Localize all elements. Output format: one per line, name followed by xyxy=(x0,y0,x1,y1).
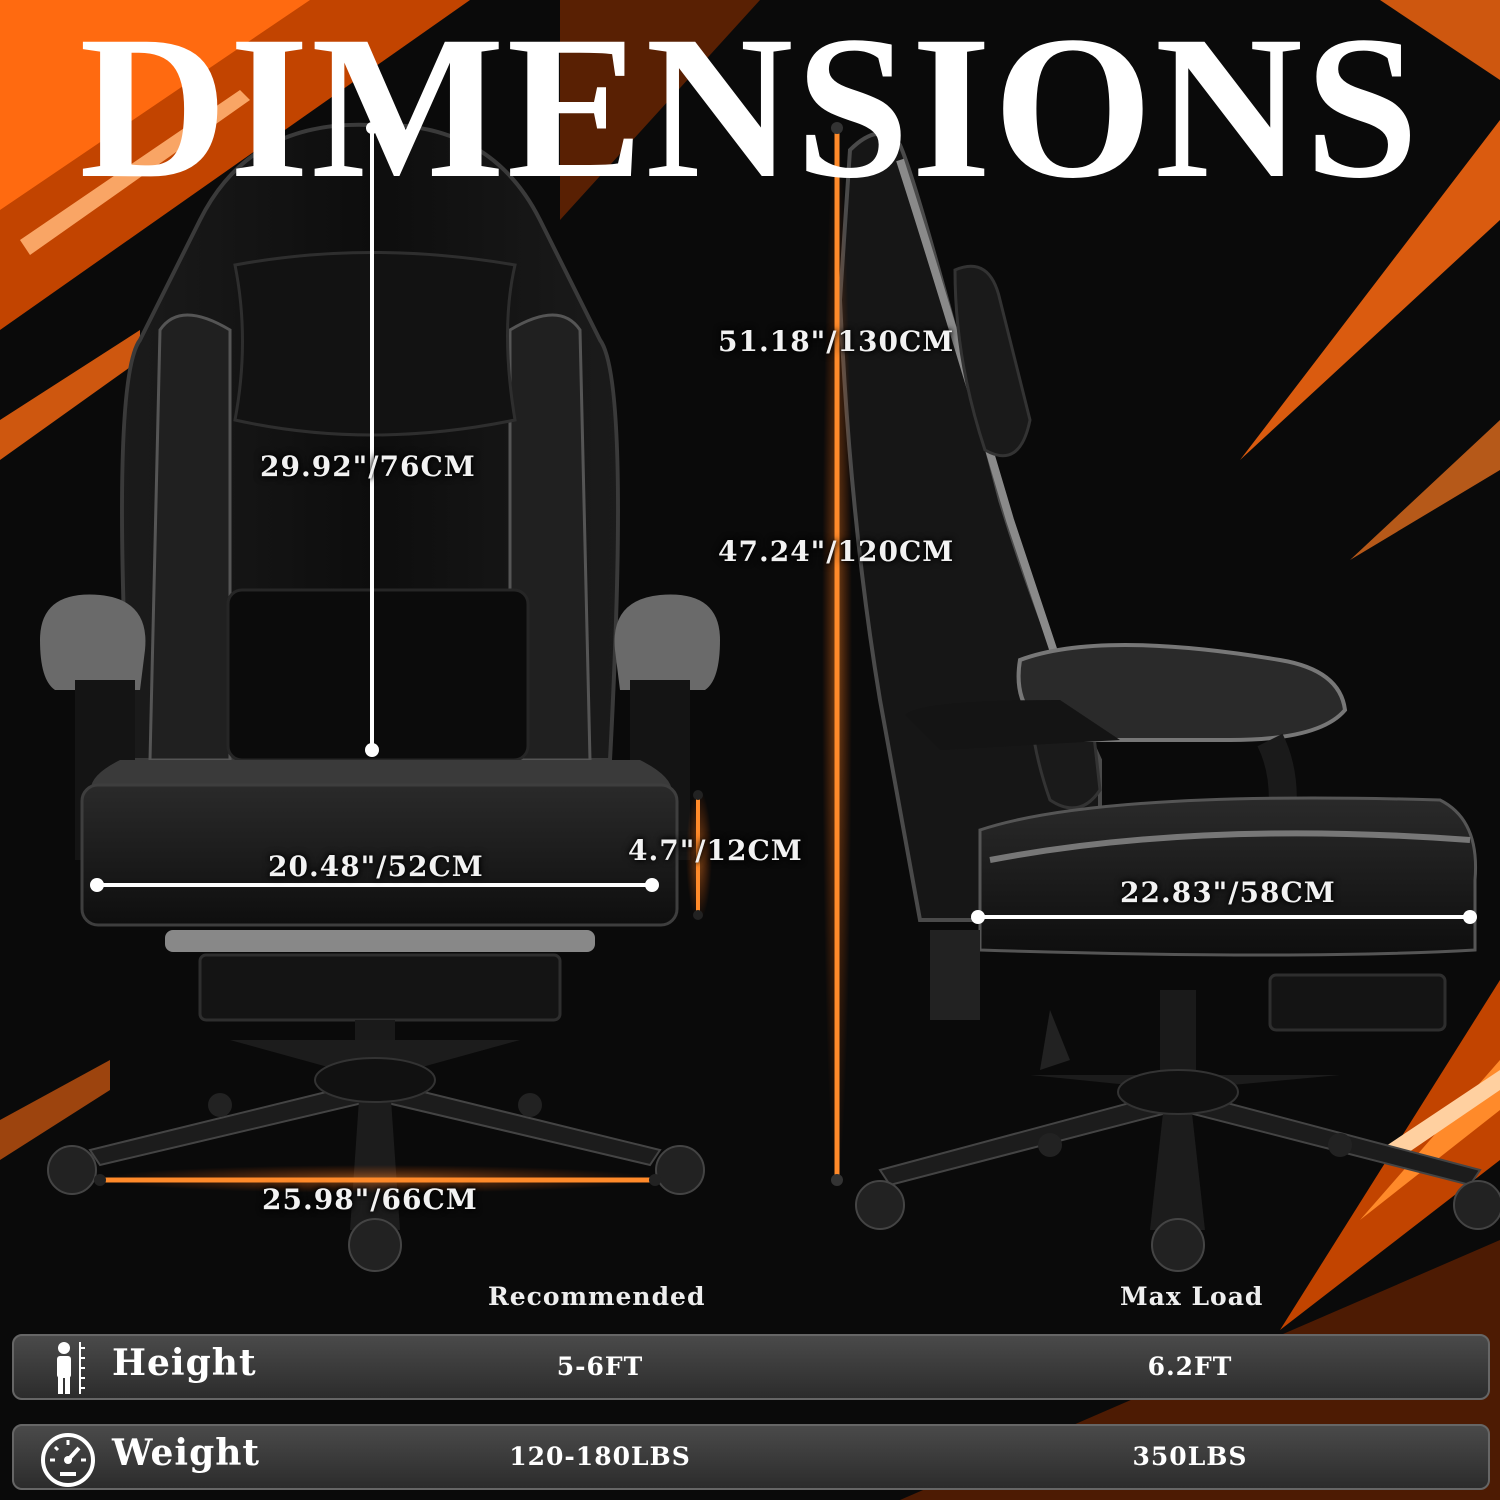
column-header-max-load: Max Load xyxy=(1120,1282,1264,1311)
weight-max-value: 350LBS xyxy=(1132,1442,1248,1471)
spec-label-weight: Weight xyxy=(112,1432,261,1474)
height-max-value: 6.2FT xyxy=(1147,1352,1233,1381)
seat-thickness-label: 4.7"/12CM xyxy=(628,834,803,867)
dimension-lines xyxy=(90,122,1477,1193)
height-recommended-value: 5-6FT xyxy=(556,1352,644,1381)
person-height-icon xyxy=(57,1342,85,1394)
spec-row-height: Height 5-6FT 6.2FT xyxy=(12,1334,1490,1400)
column-header-recommended: Recommended xyxy=(488,1282,706,1311)
seat-depth-label: 22.83"/58CM xyxy=(1120,876,1336,909)
spec-label-height: Height xyxy=(112,1342,257,1384)
total-height-min-label: 47.24"/120CM xyxy=(718,535,955,568)
total-height-max-label: 51.18"/130CM xyxy=(718,325,955,358)
spec-row-weight: Weight 120-180LBS 350LBS xyxy=(12,1424,1490,1490)
backrest-height-label: 29.92"/76CM xyxy=(260,450,476,483)
front-chair-illustration xyxy=(40,122,720,1272)
base-width-label: 25.98"/66CM xyxy=(262,1183,478,1216)
seat-width-label: 20.48"/52CM xyxy=(268,850,484,883)
page-title: DIMENSIONS xyxy=(79,0,1421,221)
gauge-icon xyxy=(41,1433,95,1487)
weight-recommended-value: 120-180LBS xyxy=(509,1442,691,1471)
